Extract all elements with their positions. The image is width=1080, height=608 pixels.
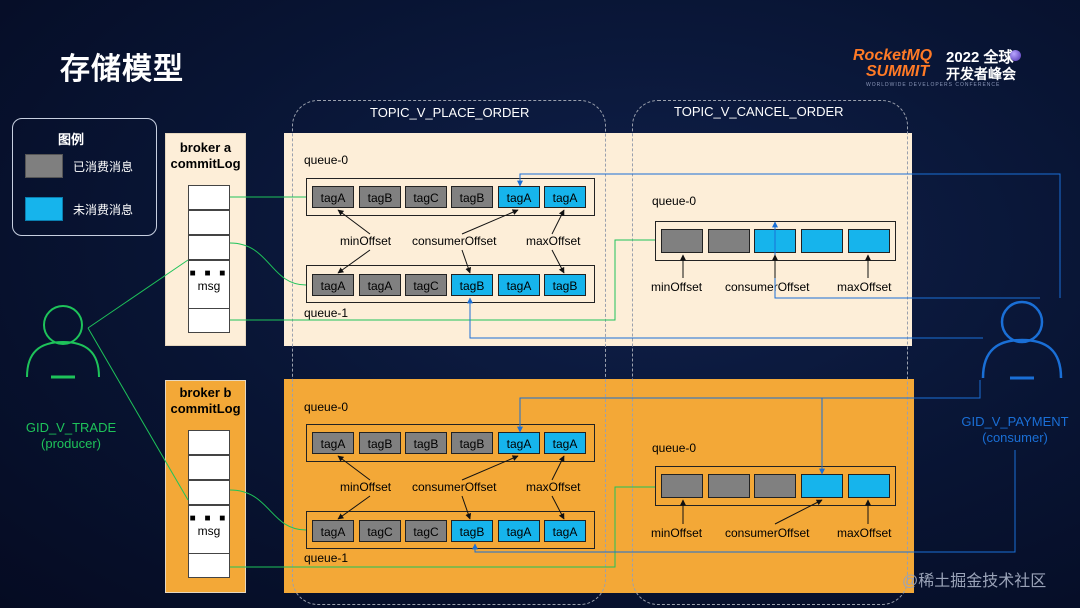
consumer-group-label: GID_V_PAYMENT xyxy=(961,414,1069,429)
topic-cancel-order-label: TOPIC_V_CANCEL_ORDER xyxy=(674,104,844,119)
min-offset-label: minOffset xyxy=(340,480,392,494)
message-tag: tagA xyxy=(498,520,540,542)
message-block xyxy=(708,474,750,498)
consumer-body xyxy=(981,338,1063,379)
message-tag: tagB xyxy=(405,432,447,454)
min-offset-label: minOffset xyxy=(340,234,392,248)
producer-group-label: GID_V_TRADE xyxy=(25,420,117,435)
legend-title: 图例 xyxy=(58,132,85,147)
queue-0-box xyxy=(306,424,595,462)
producer-body xyxy=(26,340,100,378)
queue-label: queue-1 xyxy=(304,551,349,565)
message-tag: tagA xyxy=(498,432,540,454)
message-tag: tagA xyxy=(498,274,540,296)
consumer-offset-label: consumerOffset xyxy=(725,280,810,294)
consumer-head xyxy=(1000,300,1044,344)
message-tag: tagC xyxy=(359,520,401,542)
queue-1-box xyxy=(306,511,595,549)
broker-a-log: commitLog xyxy=(170,156,241,171)
queue-label: queue-0 xyxy=(652,441,697,455)
message-tag: tagC xyxy=(405,274,447,296)
message-block xyxy=(754,474,796,498)
consumer-offset-label: consumerOffset xyxy=(412,234,497,248)
planet-icon xyxy=(1010,50,1021,61)
message-block xyxy=(801,229,843,253)
commitlog-cell xyxy=(188,553,230,578)
message-tag: tagB xyxy=(544,274,586,296)
message-tag: tagB xyxy=(359,432,401,454)
message-block xyxy=(661,474,703,498)
topic-cancel-order-region xyxy=(632,100,908,605)
queue-label: queue-1 xyxy=(304,306,349,320)
logo-tagline: WORLDWIDE DEVELOPERS CONFERENCE xyxy=(866,82,1001,88)
legend-unconsumed-label: 未消费消息 xyxy=(73,203,134,217)
commitlog-cell xyxy=(188,455,230,480)
unconsumed-swatch xyxy=(25,197,63,221)
message-tag: tagA xyxy=(312,186,354,208)
max-offset-label: maxOffset xyxy=(837,280,892,294)
message-block xyxy=(848,474,890,498)
max-offset-label: maxOffset xyxy=(526,480,581,494)
message-tag: tagA xyxy=(312,520,354,542)
logo-sub: 开发者峰会 xyxy=(946,66,1016,82)
commitlog-msg-cell: ■ ■ ■ msg xyxy=(188,505,230,555)
commitlog-cell xyxy=(188,430,230,455)
message-tag: tagA xyxy=(544,186,586,208)
commitlog-cell xyxy=(188,210,230,235)
legend-consumed-label: 已消费消息 xyxy=(73,160,134,174)
commitlog-cell xyxy=(188,308,230,333)
message-tag: tagA xyxy=(544,432,586,454)
queue-1-box xyxy=(306,265,595,303)
consumer-role-label: (consumer) xyxy=(982,430,1048,445)
message-tag: tagA xyxy=(312,274,354,296)
commitlog-msg-label: msg xyxy=(197,524,221,538)
logo-brand: RocketMQ xyxy=(853,47,933,64)
consumer-offset-label: consumerOffset xyxy=(412,480,497,494)
queue-0-box xyxy=(306,178,595,216)
broker-b-log: commitLog xyxy=(170,401,241,416)
message-tag: tagB xyxy=(451,520,493,542)
queue-label: queue-0 xyxy=(304,153,349,167)
max-offset-label: maxOffset xyxy=(837,526,892,540)
message-tag: tagA xyxy=(544,520,586,542)
broker-a-name: broker a xyxy=(179,140,232,155)
message-tag: tagB xyxy=(451,186,493,208)
commitlog-msg-cell: ■ ■ ■ msg xyxy=(188,260,230,310)
consumed-swatch xyxy=(25,154,63,178)
message-tag: tagC xyxy=(405,186,447,208)
commitlog-cell xyxy=(188,480,230,505)
consumer-offset-label: consumerOffset xyxy=(725,526,810,540)
broker-b-name: broker b xyxy=(179,385,232,400)
legend-box xyxy=(12,118,157,236)
commitlog-msg-label: msg xyxy=(197,279,221,293)
message-block xyxy=(848,229,890,253)
commitlog-cell xyxy=(188,235,230,260)
topic-place-order-label: TOPIC_V_PLACE_ORDER xyxy=(370,105,530,120)
message-block xyxy=(661,229,703,253)
message-block xyxy=(708,229,750,253)
min-offset-label: minOffset xyxy=(651,280,703,294)
queue-label: queue-0 xyxy=(304,400,349,414)
message-tag: tagA xyxy=(312,432,354,454)
producer-role-label: (producer) xyxy=(41,436,101,451)
logo-year: 2022 全球 xyxy=(946,49,1014,66)
message-tag: tagB xyxy=(451,274,493,296)
message-tag: tagB xyxy=(451,432,493,454)
watermark: @稀土掘金技术社区 xyxy=(902,573,1047,590)
max-offset-label: maxOffset xyxy=(526,234,581,248)
topic-place-order-region xyxy=(292,100,606,605)
queue-label: queue-0 xyxy=(652,194,697,208)
producer-head xyxy=(43,305,83,345)
min-offset-label: minOffset xyxy=(651,526,703,540)
page-title: 存储模型 xyxy=(60,53,184,86)
message-tag: tagC xyxy=(405,520,447,542)
message-tag: tagB xyxy=(359,186,401,208)
commitlog-cell xyxy=(188,185,230,210)
logo-summit: SUMMIT xyxy=(866,63,930,80)
cancel-queue-0-box xyxy=(655,466,896,506)
message-tag: tagA xyxy=(359,274,401,296)
